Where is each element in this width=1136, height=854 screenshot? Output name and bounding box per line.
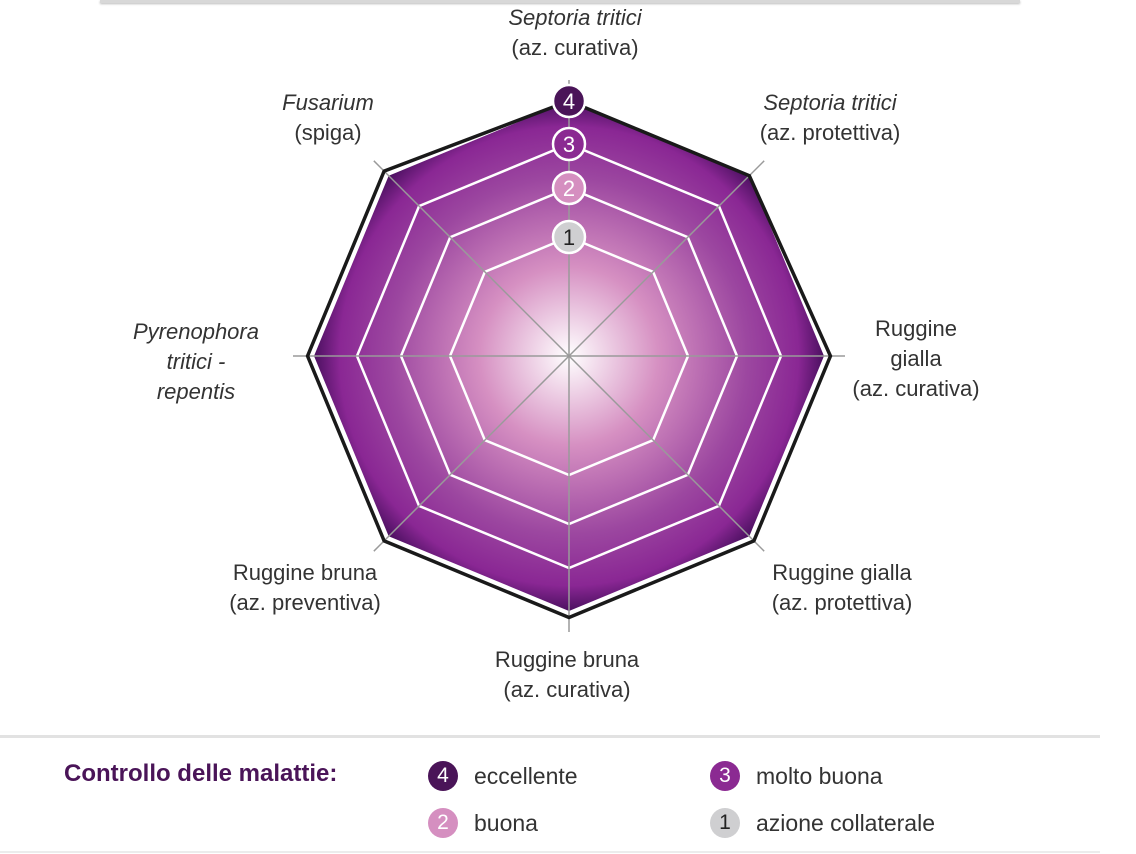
level-badge-1 [551, 219, 587, 255]
level-badge-2 [551, 170, 587, 206]
axis-label: Ruggine [875, 316, 957, 341]
level-4-badge: 4 [428, 761, 458, 791]
series-outline [305, 99, 833, 620]
level-badge-3 [551, 126, 587, 162]
axis-label: Ruggine bruna [233, 560, 378, 585]
axis-label: (az. protettiva) [760, 120, 901, 145]
axis-label: Pyrenophora [133, 319, 259, 344]
axis-label: (spiga) [294, 120, 361, 145]
axis-label: (az. protettiva) [772, 590, 913, 615]
axis-line [568, 355, 765, 552]
axis-label: Septoria tritici [508, 5, 642, 30]
axis-label: (az. preventiva) [229, 590, 381, 615]
legend-title: Controllo delle malattie: [64, 760, 338, 787]
axis-line [373, 160, 570, 357]
level-badge-label: 2 [563, 176, 575, 201]
top-divider [100, 0, 1020, 3]
legend-label: eccellente [474, 762, 578, 789]
legend-label: buona [474, 809, 538, 836]
legend-item-4: 4 eccellente [428, 761, 578, 791]
legend-item-1: 1 azione collaterale [710, 808, 935, 838]
axis-line [373, 355, 570, 552]
level-3-badge: 3 [710, 761, 740, 791]
axis-label: tritici - [167, 349, 226, 374]
axis-line [568, 160, 765, 357]
axis-label: Ruggine bruna [495, 647, 640, 672]
radar-chart: 1 2 3 4 Septoria tritici (az. curativa) Septor… [133, 5, 980, 702]
axis-label: (az. curativa) [852, 376, 979, 401]
legend-divider [0, 735, 1100, 738]
axis-label: Fusarium [282, 90, 374, 115]
level-badge-label: 4 [563, 89, 575, 114]
legend-item-2: 2 buona [428, 808, 538, 838]
axis-label: (az. curativa) [503, 677, 630, 702]
axis-label: (az. curativa) [511, 35, 638, 60]
level-2-badge: 2 [428, 808, 458, 838]
axis-label: gialla [890, 346, 942, 371]
level-1-badge: 1 [710, 808, 740, 838]
bottom-divider [0, 851, 1100, 853]
axis-label: Ruggine gialla [772, 560, 912, 585]
legend-label: azione collaterale [756, 809, 936, 836]
legend-label: molto buona [756, 762, 883, 789]
level-badge-4 [551, 83, 587, 119]
legend-item-3: 3 molto buona [710, 761, 883, 791]
axis-label: Septoria tritici [763, 90, 897, 115]
level-badge-label: 3 [563, 132, 575, 157]
axis-label: repentis [157, 379, 235, 404]
level-badge-label: 1 [563, 225, 575, 250]
